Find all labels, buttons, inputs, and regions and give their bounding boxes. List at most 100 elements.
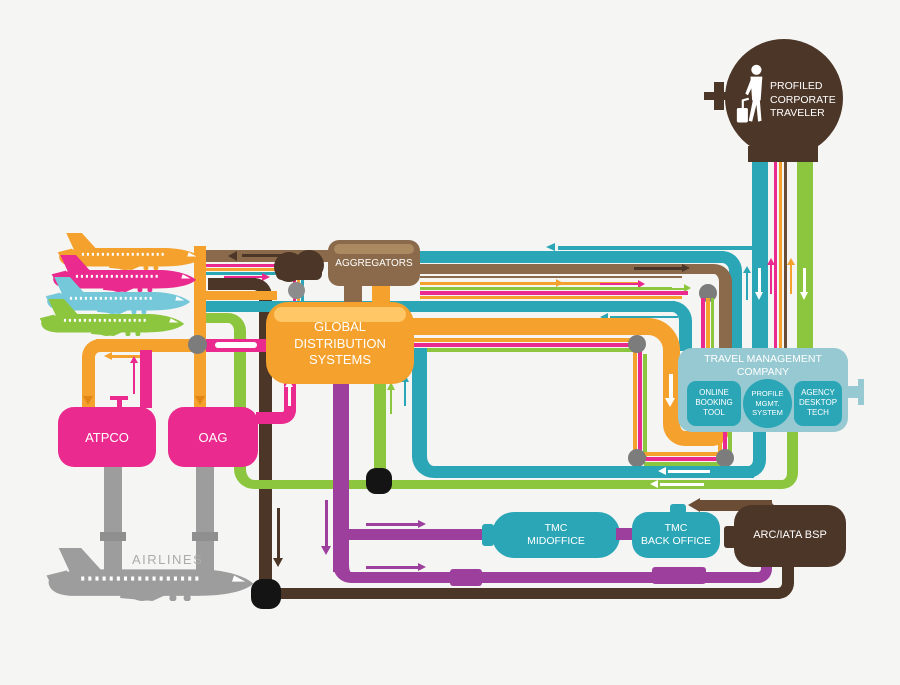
agency-desktop-tech-node [794,381,842,426]
down-arrow-icon [665,398,675,407]
pipe-elbow [210,313,246,347]
right-arrow-icon [682,264,690,272]
pipe-aggregators-to-tmc-brown [719,300,732,350]
pipe-stripe-green [711,298,714,350]
pipe-thin-brown [420,276,682,278]
aggregators-highlight [334,244,414,254]
profile-mgmt-system-label: PROFILE MGMT. SYSTEM [751,389,784,417]
right-arrow-icon [418,563,426,571]
profiled-corporate-traveler-node [725,39,843,157]
pipe-purple-to-midoffice [356,529,488,540]
pipe-purple-to-arc [362,572,758,583]
tmc-midoffice-node [492,512,620,558]
arrow-shaft [288,386,291,406]
down-arrow-icon [273,558,283,567]
left-arrow-icon [546,243,555,251]
tmc-plug [848,386,860,398]
arrow-shaft [366,566,420,569]
pipe-traveler-green [797,158,813,350]
pipe-thin-orange [420,296,682,299]
pipe-stripe-green [643,354,647,460]
oag-label: OAG [198,430,228,445]
pipe-green-bottom-run [262,480,774,489]
traveler-label: PROFILED CORPORATE TRAVELER [770,80,836,119]
up-arrow-icon [387,382,395,390]
junction-node [716,449,734,467]
agency-desktop-tech-label: AGENCY DESKTOP TECH [798,388,838,417]
pipe-green-vertical [787,430,798,442]
pipe-stripe-orange [633,346,637,456]
tmc-midoffice-label: TMC MIDOFFICE [527,522,585,547]
arrow-shaft [746,272,748,300]
pipe-stripe-pink [638,350,642,458]
arrow-shaft [133,362,135,394]
right-arrow-icon [262,273,270,281]
oag-node [168,407,258,467]
up-arrow-icon [787,258,795,265]
junction-node [628,335,646,353]
pipe-slot [215,342,257,348]
pipe-thin-pink [420,291,688,295]
pipe-stripe-orange [718,430,722,454]
atpco-node [58,407,156,467]
junction-node [628,449,646,467]
arrow-shaft [366,523,420,526]
arrow-shaft [390,388,392,414]
pipe-traveler-stripe-pink [774,158,777,350]
pipe-stripe-pink [723,430,727,458]
pipe-stripe-pink [205,264,297,267]
arrow-shaft [640,288,686,290]
down-arrow-icon [195,396,205,405]
down-arrow-icon [83,396,93,405]
pipe-teal-gds-vertical [412,348,427,458]
pipe-aggregators-leg-brown [344,282,362,308]
arrow-shaft [610,316,678,318]
down-arrow-icon [800,292,808,300]
pipe-thin-green [420,287,672,290]
pipe-stripe-pink [644,457,724,461]
arrow-shaft [634,267,684,270]
arrow-shaft [277,508,280,560]
pipe-atpco-return-pink [140,350,152,408]
pipe-gds-to-atpco-orange [96,339,206,352]
junction-node [366,468,392,494]
arrow-shaft [404,380,406,406]
pipe-traveler-teal [752,158,768,350]
arrow-shaft [242,254,294,257]
pipe-thin-teal [558,246,754,250]
pipe-stripe-orange [205,268,297,271]
profile-mgmt-system-node [743,379,792,428]
pipe-aggregators-to-tmc-teal [418,251,724,263]
arc-iata-bsp-node [734,505,846,567]
up-arrow-icon [767,258,775,265]
traveler-tag [714,82,724,110]
online-booking-tool-label: ONLINE BOOKING TOOL [695,388,733,417]
pipe-stripe-orange [706,298,710,350]
pipe-traveler-stripe-orange [779,158,782,350]
green-airplane-icon [38,299,188,336]
left-arrow-icon [650,480,658,488]
up-arrow-icon [743,266,751,273]
pipe-elbow [663,412,699,446]
junction-node [188,335,207,354]
left-arrow-icon [688,498,700,512]
atpco-valve [110,396,128,400]
arrow-shaft [668,470,710,473]
pipe-gds-green-leg [374,380,386,484]
arrow-shaft [770,264,772,294]
right-arrow-icon [638,280,645,288]
data-cloud-icon [276,262,322,280]
up-arrow-icon [130,356,138,363]
pipe-orange-stub [205,291,277,300]
tmc-title: TRAVEL MANAGEMENT COMPANY [704,353,822,378]
pipe-elbow [662,301,692,343]
pipe-coupling [652,567,706,584]
pipe-aggregators-leg-orange [372,282,390,308]
pipe-elbow [82,339,110,371]
arrow-shaft [224,276,264,278]
pipe-midoffice-to-backoffice-purple [616,528,636,540]
down-arrow-icon [321,546,331,555]
corporate-traveler-icon [736,60,770,134]
right-arrow-icon [418,520,426,528]
